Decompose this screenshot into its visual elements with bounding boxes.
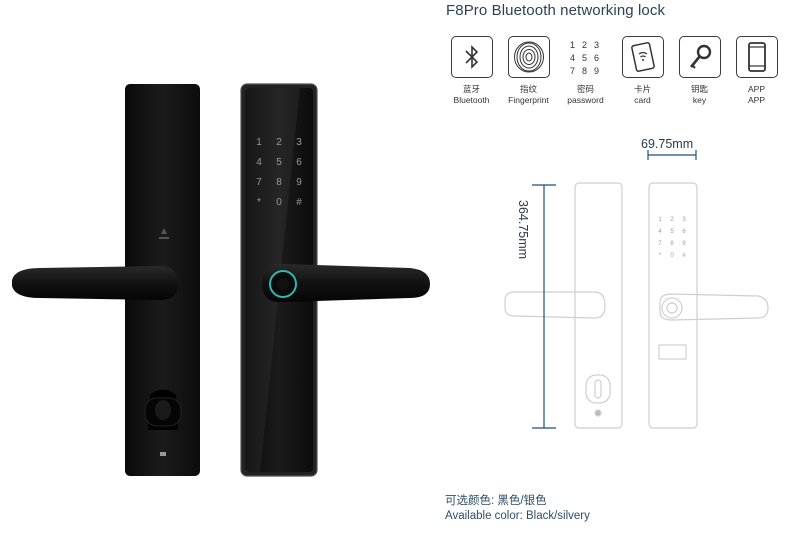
keypad-key: 3 (296, 137, 302, 148)
keypad-key: 2 (670, 217, 674, 223)
front-keypad: 1 2 3 4 5 6 7 8 9 * 0 # (256, 137, 302, 208)
svg-text:8: 8 (582, 66, 587, 76)
svg-text:3: 3 (594, 40, 599, 50)
keypad-key: 1 (658, 217, 662, 223)
feature-label-cn: 蓝牙 (462, 84, 480, 94)
feature-label-en: Fingerprint (508, 95, 549, 105)
keypad-key: 6 (296, 157, 302, 168)
keypad-key: * (659, 253, 662, 259)
bluetooth-icon (450, 36, 493, 78)
keypad-key: 6 (682, 229, 686, 235)
available-colors: 可选颜色: 黑色/银色 Available color: Black/silve… (445, 494, 590, 524)
keypad-key: 8 (276, 177, 282, 188)
feature-label-cn: 密码 (576, 84, 594, 94)
feature-label-en: password (567, 95, 604, 105)
svg-text:9: 9 (594, 66, 599, 76)
key-icon (678, 36, 721, 78)
keypad-key: 0 (670, 253, 674, 259)
keypad-key: 8 (670, 241, 674, 247)
svg-text:4: 4 (570, 53, 575, 63)
svg-text:6: 6 (594, 53, 599, 63)
colors-line-cn: 可选颜色: 黑色/银色 (445, 495, 547, 507)
keypad-key: 9 (296, 177, 302, 188)
svg-text:7: 7 (570, 66, 575, 76)
keypad-key: # (296, 197, 302, 208)
feature-label-cn: 钥匙 (690, 84, 708, 94)
feature-label-cn: APP (747, 84, 765, 94)
keypad-key: 7 (256, 177, 262, 188)
phone-icon (735, 36, 778, 78)
svg-text:2: 2 (582, 40, 587, 50)
height-dimension-label: 364.75mm (516, 200, 530, 260)
keypad-key: 5 (670, 229, 674, 235)
width-dimension-label: 69.75mm (641, 137, 694, 151)
feature-label-en: Bluetooth (453, 95, 490, 105)
drawing-keypad: 1 2 3 4 5 6 7 8 9 * 0 # (658, 217, 686, 259)
feature-label-en: card (634, 95, 651, 105)
keypad-key: 4 (256, 157, 262, 168)
feature-bluetooth: 蓝牙 Bluetooth (443, 36, 500, 106)
lock-back-panel (12, 84, 200, 476)
keypad-key: # (682, 253, 686, 259)
feature-label-cn: 卡片 (633, 84, 651, 94)
feature-fingerprint: 指纹 Fingerprint (500, 36, 557, 106)
keypad-key: 0 (276, 197, 282, 208)
keypad-key: 7 (658, 241, 662, 247)
dimension-lines (532, 150, 697, 429)
card-icon (621, 36, 664, 78)
feature-label-cn: 指纹 (519, 84, 537, 94)
svg-text:5: 5 (582, 53, 587, 63)
svg-text:1: 1 (570, 40, 575, 50)
feature-app: APP APP (728, 36, 785, 106)
keypad-key: 1 (256, 137, 262, 148)
keypad-key: 2 (276, 137, 282, 148)
keypad-key: * (257, 197, 261, 208)
keypad-key: 3 (682, 217, 686, 223)
keypad-key: 5 (276, 157, 282, 168)
product-title: F8Pro Bluetooth networking lock (446, 2, 666, 19)
feature-card: 卡片 card (614, 36, 671, 106)
keypad-key: 9 (682, 241, 686, 247)
keypad-key: 4 (658, 229, 662, 235)
lock-front-panel: 1 2 3 4 5 6 7 8 9 * 0 # (240, 83, 430, 477)
colors-line-en: Available color: Black/silvery (445, 510, 590, 522)
feature-key: 钥匙 key (671, 36, 728, 106)
technical-drawing: 1 2 3 4 5 6 7 8 9 * 0 # (504, 182, 769, 429)
feature-label-en: key (692, 95, 707, 105)
fingerprint-icon (507, 36, 550, 78)
feature-label-en: APP (747, 95, 765, 105)
